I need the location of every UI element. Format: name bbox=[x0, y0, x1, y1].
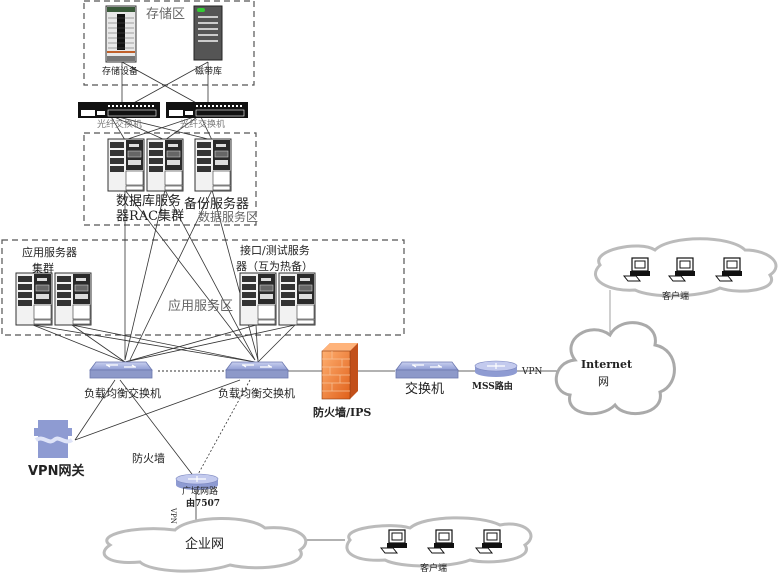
clients-bottom-label: 客户端 bbox=[420, 564, 448, 574]
app-cluster-label-line2: 集群 bbox=[32, 262, 54, 275]
vpn-link-label: VPN bbox=[522, 367, 543, 377]
backup-server-label: 备份服务器 bbox=[184, 197, 250, 212]
interface-server-label-line2: 器（互为热备） bbox=[236, 260, 313, 273]
db-zone-label: 数据服务区 bbox=[198, 210, 259, 224]
backup-server-icon bbox=[194, 138, 232, 192]
lb-switch-2-icon bbox=[225, 361, 289, 379]
mss-router-label: MSS路由 bbox=[472, 382, 513, 392]
tape-library-label: 磁带库 bbox=[195, 67, 223, 77]
firewall-label: 防火墙 bbox=[132, 452, 165, 465]
storage-zone-border bbox=[83, 0, 255, 86]
app-cluster-label-line1: 应用服务器 bbox=[22, 246, 77, 259]
fc-switch-1-label: 光纤交换机 bbox=[97, 120, 143, 130]
interface-server-1-icon bbox=[239, 272, 277, 326]
firewall-ips-icon bbox=[321, 343, 358, 400]
app-zone-label: 应用服务区 bbox=[168, 299, 234, 314]
db-rac-label-line2: 器RAC集群 bbox=[116, 209, 185, 224]
firewall-ips-label: 防火墙/IPS bbox=[313, 406, 372, 419]
lb-switch-1-icon bbox=[89, 361, 153, 379]
enterprise-cloud-icon bbox=[102, 517, 308, 573]
interface-server-2-icon bbox=[278, 272, 316, 326]
internet-label-line1: Internet bbox=[581, 358, 633, 371]
interface-server-label-line1: 接口/测试服务 bbox=[240, 244, 310, 257]
fc-switch-2-icon bbox=[165, 101, 249, 119]
db-server-2-icon bbox=[146, 138, 184, 192]
app-zone-border bbox=[1, 239, 405, 336]
internet-cloud-icon bbox=[554, 321, 676, 416]
wan-router-label-line1: 广域网路 bbox=[182, 487, 219, 497]
internet-label-line2: 网 bbox=[598, 375, 609, 388]
app-server-1-icon bbox=[15, 272, 53, 326]
db-zone-border bbox=[83, 132, 257, 226]
connection-lines bbox=[32, 61, 611, 541]
wan-router-label-line2: 由7507 bbox=[186, 499, 221, 509]
clients-top-label: 客户端 bbox=[662, 292, 690, 302]
storage-zone-label: 存储区 bbox=[146, 7, 186, 22]
storage-device-icon bbox=[105, 5, 137, 63]
wan-vlink-label: VPN bbox=[169, 508, 177, 524]
db-rac-label-line1: 数据库服务 bbox=[116, 194, 182, 209]
fc-switch-1-icon bbox=[77, 101, 161, 119]
tape-library-icon bbox=[193, 5, 223, 61]
fc-switch-2-label: 光纤交换机 bbox=[180, 120, 226, 130]
lb-switch-1-label: 负载均衡交换机 bbox=[84, 387, 161, 400]
lb-switch-2-label: 负载均衡交换机 bbox=[218, 387, 295, 400]
mss-router-icon bbox=[474, 360, 518, 378]
vpn-gateway-label: VPN网关 bbox=[28, 464, 85, 479]
storage-device-label: 存储设备 bbox=[102, 67, 139, 77]
core-switch-icon bbox=[395, 361, 459, 379]
core-switch-label: 交换机 bbox=[405, 382, 445, 397]
enterprise-net-label: 企业网 bbox=[185, 537, 225, 552]
vpn-gateway-icon bbox=[34, 420, 74, 458]
app-server-2-icon bbox=[54, 272, 92, 326]
db-server-1-icon bbox=[107, 138, 145, 192]
